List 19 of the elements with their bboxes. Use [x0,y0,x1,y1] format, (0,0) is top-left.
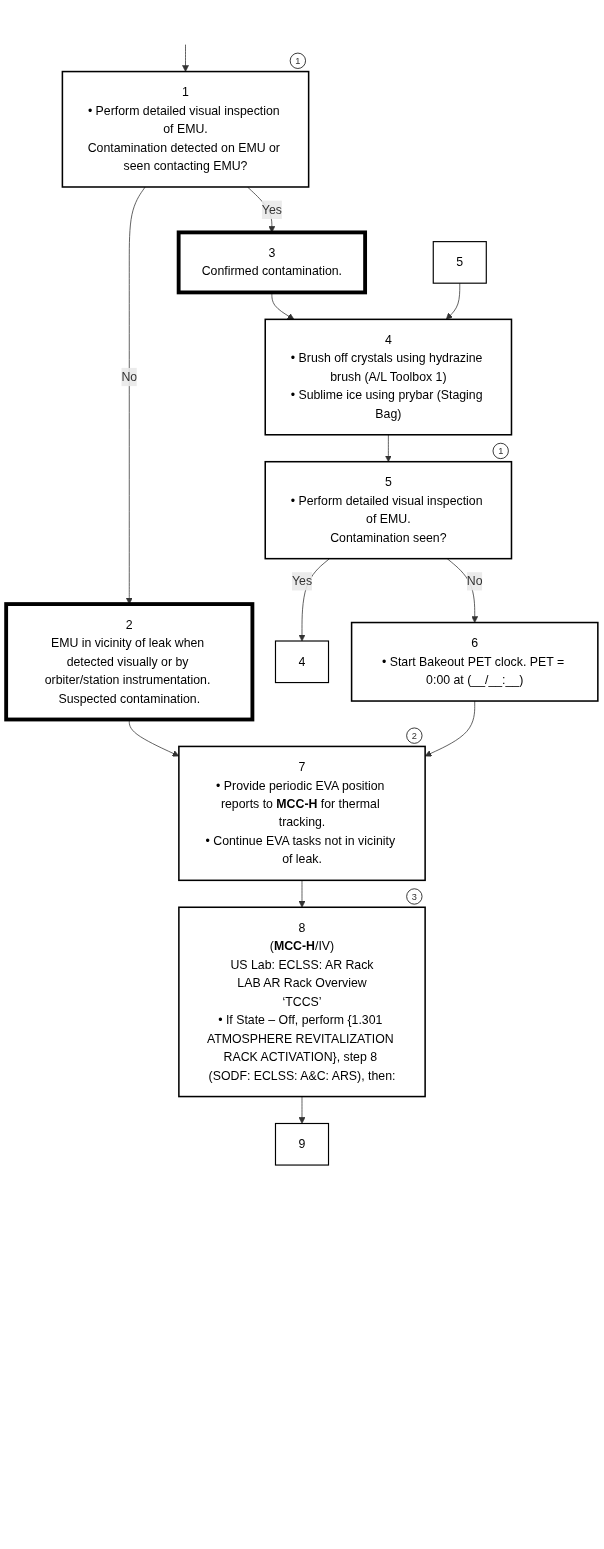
node-box: 2 EMU in vicinity of leak when detected visually or by orbiter/station instrumentation. Suspected contamination. [4,602,255,722]
step-reference-circle: 3 [406,888,423,905]
node-box: 7 • Provide periodic EVA position reports to MCC-H for thermal tracking. • Continue EVA tasks not in vicinity of leak. [178,745,426,882]
node-box: 9 [274,1122,330,1166]
edge-label: Yes [291,574,313,588]
edge-label: No [121,370,138,384]
node-box: 4 [274,640,330,684]
step-reference-circle: 1 [289,52,306,69]
node-box: 8 (MCC-H/IV) US Lab: ECLSS: AR Rack LAB AR Rack Overview ‘TCCS’ • If State – Off, perform {1.301 ATMOSPHERE REVITALIZATION RACK ACTIVATION}, step 8 (SODF: ECLSS: A&C: ARS), then: [178,906,426,1098]
node-box: 5 • Perform detailed visual inspection of EMU. Contamination seen? [264,460,513,560]
node-box: 5 [432,241,487,284]
node-box: 1 • Perform detailed visual inspection of EMU. Contamination detected on EMU or seen contacting EMU? [61,70,310,188]
step-reference-circle: 2 [406,727,423,744]
node-box: 4 • Brush off crystals using hydrazine brush (A/L Toolbox 1) • Sublime ice using prybar (Staging Bag) [264,318,513,436]
edge-label: Yes [261,202,282,216]
edge-label: No [466,574,483,588]
step-reference-circle: 1 [492,442,509,459]
node-box: 6 • Start Bakeout PET clock. PET = 0:00 at (__/__:__) [350,621,599,702]
node-box: 3 Confirmed contamination. [176,230,368,295]
